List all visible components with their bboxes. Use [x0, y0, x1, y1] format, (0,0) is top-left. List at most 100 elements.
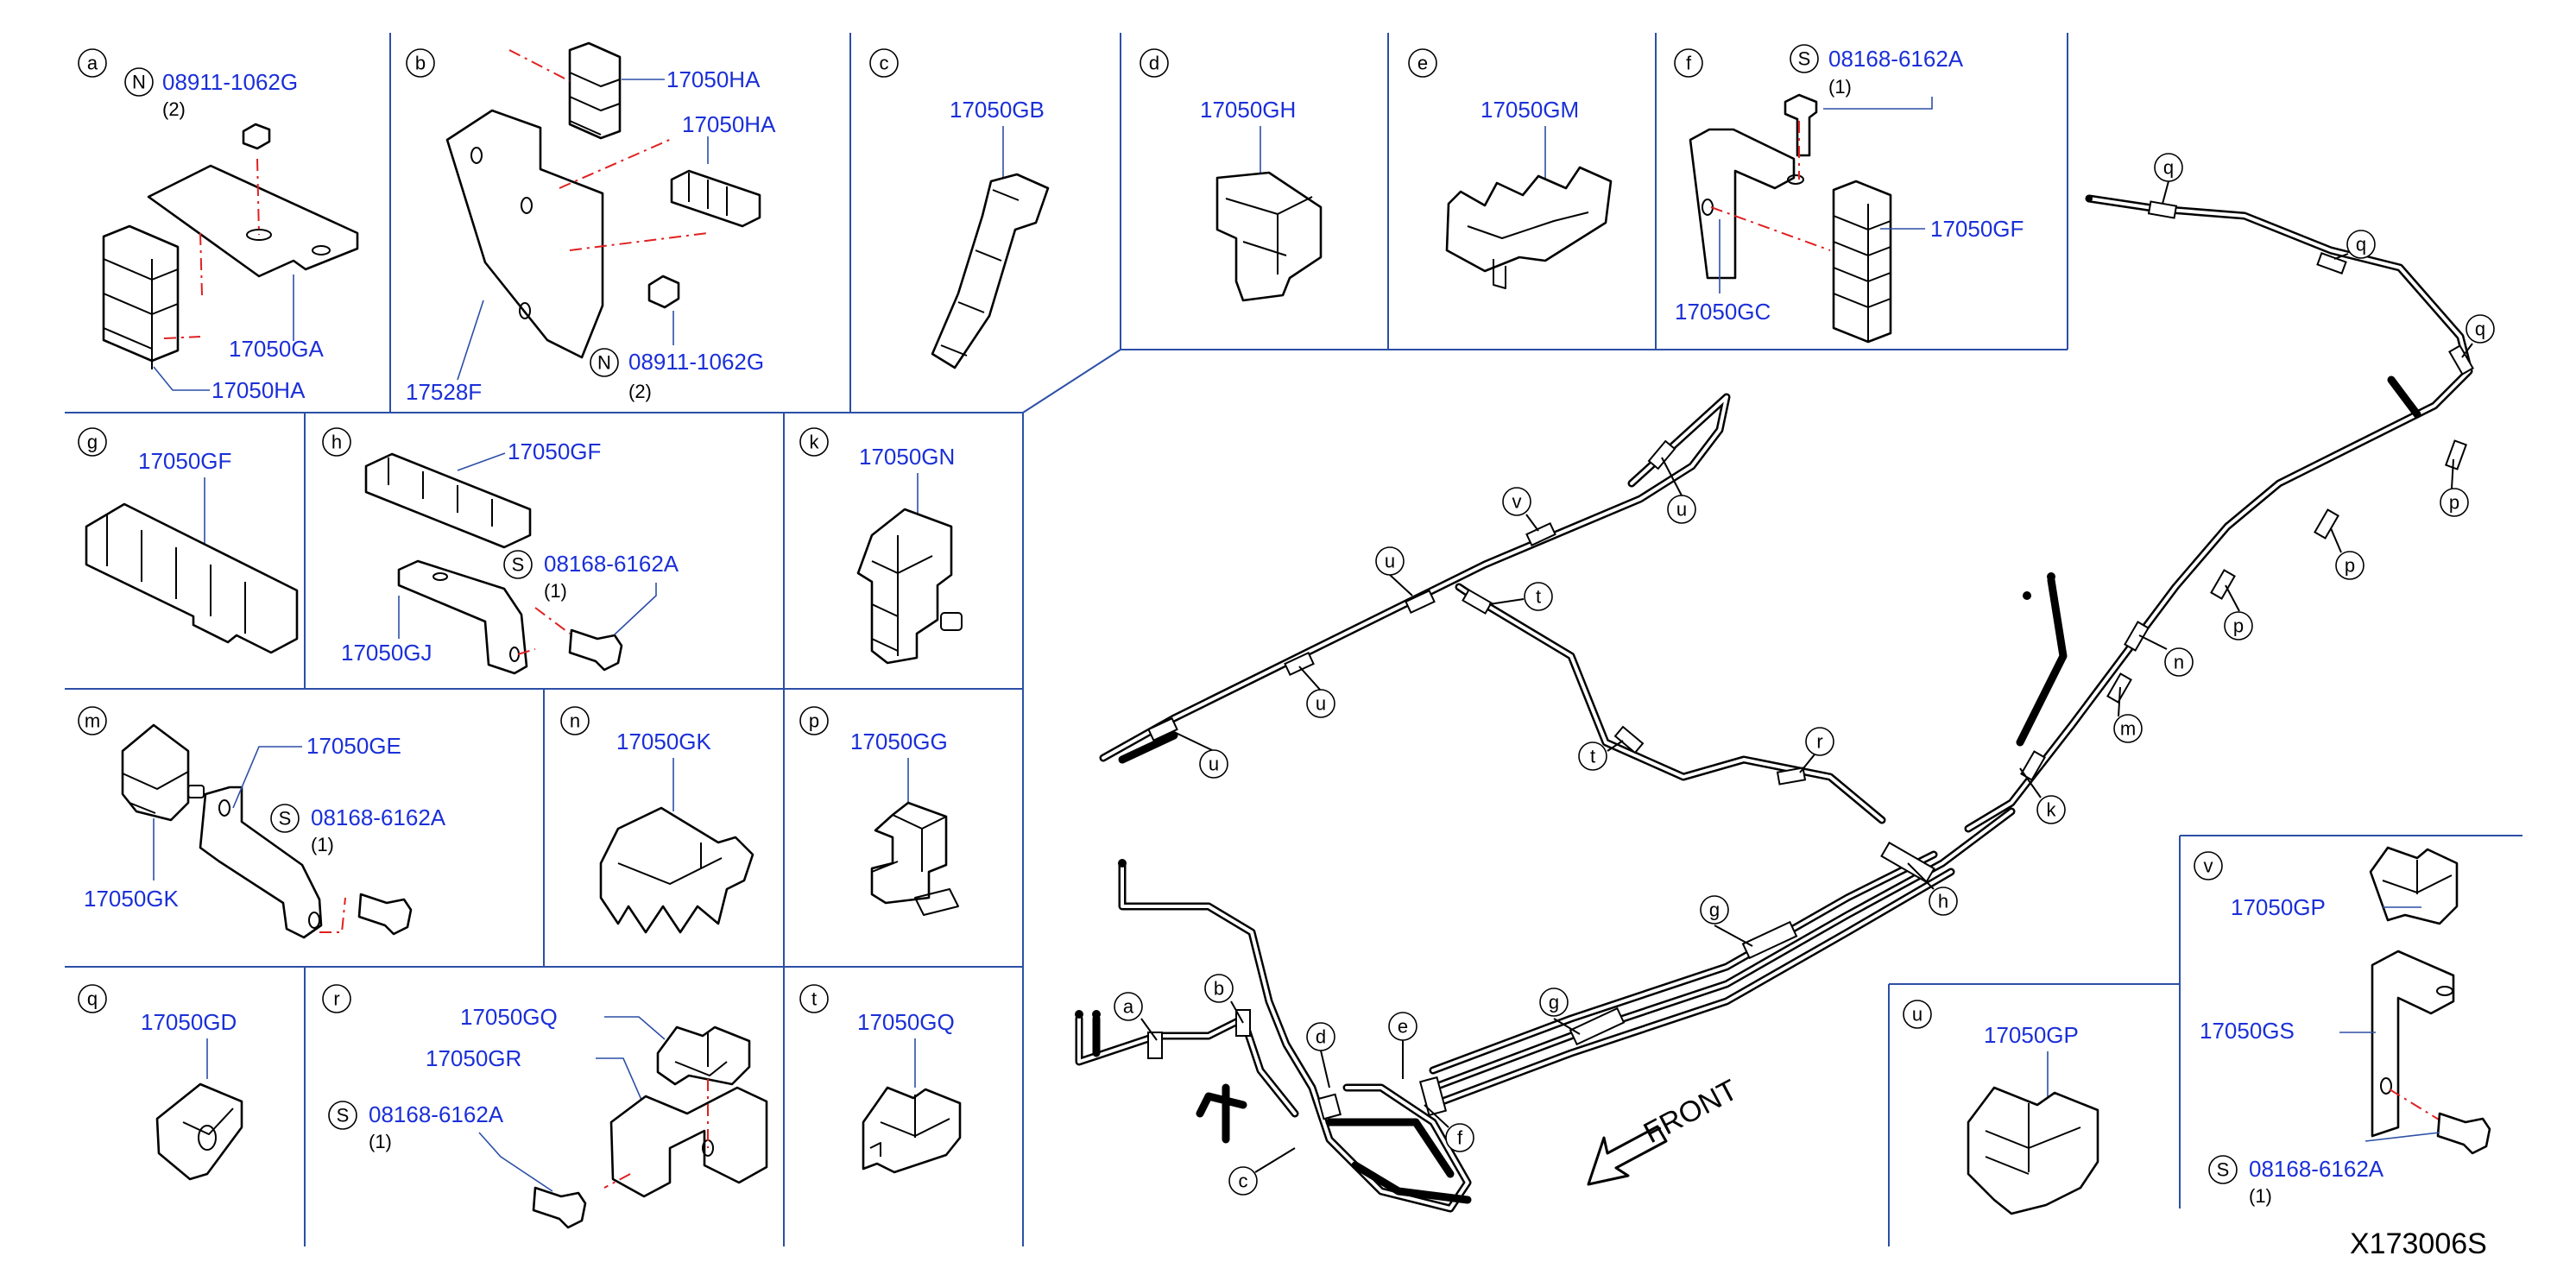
front-arrow-icon	[1587, 1125, 1668, 1186]
part-number[interactable]: 17050GK	[84, 886, 180, 912]
clip-part	[670, 169, 761, 228]
svg-text:d: d	[1149, 53, 1159, 74]
callout-f: f	[1424, 1104, 1474, 1152]
clip-part	[1215, 171, 1323, 302]
part-number[interactable]: 08168-6162A	[1828, 46, 1964, 72]
bolt-part	[357, 893, 413, 936]
panel-k-badge: k	[799, 427, 829, 457]
part-number[interactable]: 08168-6162A	[544, 551, 679, 577]
clip-part	[599, 806, 754, 934]
nut-part	[242, 123, 271, 150]
part-number[interactable]: 17050GB	[950, 97, 1045, 123]
callout-h: h	[1907, 862, 1958, 916]
svg-text:a: a	[1123, 996, 1134, 1018]
part-number[interactable]: 17050GP	[2231, 894, 2326, 920]
part-number[interactable]: 17050GQ	[857, 1009, 955, 1035]
part-number[interactable]: 17050GM	[1481, 97, 1579, 123]
part-number[interactable]: 17050GA	[229, 336, 325, 362]
part-number[interactable]: 08168-6162A	[2249, 1156, 2384, 1182]
panel-q-badge: q	[78, 984, 107, 1013]
clip-part	[931, 173, 1050, 369]
svg-text:t: t	[1536, 586, 1541, 608]
panel-u: u 17050GP	[1903, 1000, 2099, 1215]
front-arrow: FRONT	[1587, 1074, 1743, 1186]
tube-run-u	[1099, 393, 1731, 762]
panel-e: e 17050GM	[1408, 48, 1613, 289]
svg-text:p: p	[2345, 555, 2355, 577]
clip-part	[102, 224, 180, 363]
svg-text:q: q	[87, 988, 98, 1010]
part-number[interactable]: 17050GG	[850, 729, 948, 754]
clip-part	[2369, 846, 2459, 925]
panel-u-badge: u	[1903, 1000, 1932, 1029]
callout-p: p	[2330, 527, 2364, 580]
tube-run-g	[1429, 807, 2016, 1092]
svg-text:g: g	[1709, 899, 1720, 921]
panel-h: h 17050GF S 08168-6162A (1) 17050GJ	[322, 427, 679, 675]
bracket-part	[1689, 128, 1796, 280]
clip-part	[364, 452, 532, 549]
clip-part	[1445, 166, 1613, 273]
svg-text:t: t	[811, 988, 817, 1010]
quantity: (1)	[2249, 1185, 2272, 1207]
panel-p: p 17050GG	[799, 706, 959, 916]
svg-text:S: S	[512, 554, 525, 576]
panel-grid	[65, 33, 2522, 1246]
part-number[interactable]: 17528F	[406, 379, 482, 405]
svg-text:u: u	[1316, 693, 1326, 715]
part-number[interactable]: 17050GN	[859, 444, 955, 470]
prefix-s-badge: S	[328, 1101, 357, 1130]
svg-text:k: k	[2047, 799, 2057, 821]
svg-text:b: b	[1214, 978, 1224, 1000]
part-number[interactable]: 17050GF	[138, 448, 231, 474]
panel-k: k 17050GN	[799, 427, 963, 665]
svg-text:p: p	[2449, 492, 2459, 514]
part-number[interactable]: 17050GF	[508, 439, 601, 464]
svg-text:p: p	[809, 710, 819, 732]
svg-text:f: f	[1457, 1127, 1463, 1149]
svg-text:t: t	[1590, 746, 1595, 767]
bolt-part	[568, 628, 623, 672]
part-number[interactable]: 08168-6162A	[369, 1101, 504, 1127]
part-number[interactable]: 08911-1062G	[162, 69, 298, 95]
part-number[interactable]: 17050GD	[141, 1009, 237, 1035]
part-number[interactable]: 17050GK	[616, 729, 712, 754]
svg-text:S: S	[337, 1105, 350, 1126]
quantity: (1)	[311, 834, 334, 855]
part-number[interactable]: 17050GR	[426, 1045, 521, 1071]
part-number[interactable]: 17050GQ	[460, 1004, 558, 1030]
front-label: FRONT	[1638, 1074, 1743, 1151]
tube-run-t	[1455, 583, 1886, 824]
fuel-tube-assembly	[1075, 194, 2474, 1213]
callout-q: q	[2461, 314, 2495, 358]
part-number[interactable]: 17050GC	[1675, 299, 1771, 325]
callout-n: n	[2138, 634, 2194, 677]
diagram-code: X173006S	[2350, 1227, 2487, 1260]
part-number[interactable]: 17050GE	[306, 733, 401, 759]
part-number[interactable]: 08911-1062G	[628, 349, 764, 375]
part-number[interactable]: 08168-6162A	[311, 805, 446, 830]
svg-text:N: N	[132, 72, 146, 93]
part-number[interactable]: 17050GF	[1930, 216, 2024, 242]
prefix-n-badge: N	[590, 348, 619, 377]
quantity: (2)	[628, 381, 652, 402]
panel-r: r 17050GQ 17050GR S 08168-6162A (1)	[322, 984, 768, 1229]
part-number[interactable]: 17050HA	[212, 377, 306, 403]
part-number[interactable]: 17050GP	[1984, 1022, 2079, 1048]
panel-f-badge: f	[1674, 48, 1703, 78]
bolt-part	[532, 1186, 587, 1229]
svg-text:N: N	[597, 352, 611, 374]
part-number[interactable]: 17050GS	[2200, 1018, 2295, 1044]
bolt-part	[1784, 93, 1818, 157]
nut-part	[647, 274, 680, 309]
svg-text:n: n	[2174, 652, 2184, 673]
svg-text:S: S	[2217, 1159, 2230, 1181]
part-number[interactable]: 17050HA	[682, 111, 776, 137]
callout-a: a	[1114, 992, 1158, 1041]
part-number[interactable]: 17050GH	[1200, 97, 1296, 123]
svg-text:p: p	[2233, 615, 2244, 637]
part-number[interactable]: 17050HA	[666, 66, 761, 92]
part-number[interactable]: 17050GJ	[341, 640, 432, 666]
callout-u: u	[1375, 546, 1413, 596]
prefix-n-badge: N	[124, 67, 154, 97]
